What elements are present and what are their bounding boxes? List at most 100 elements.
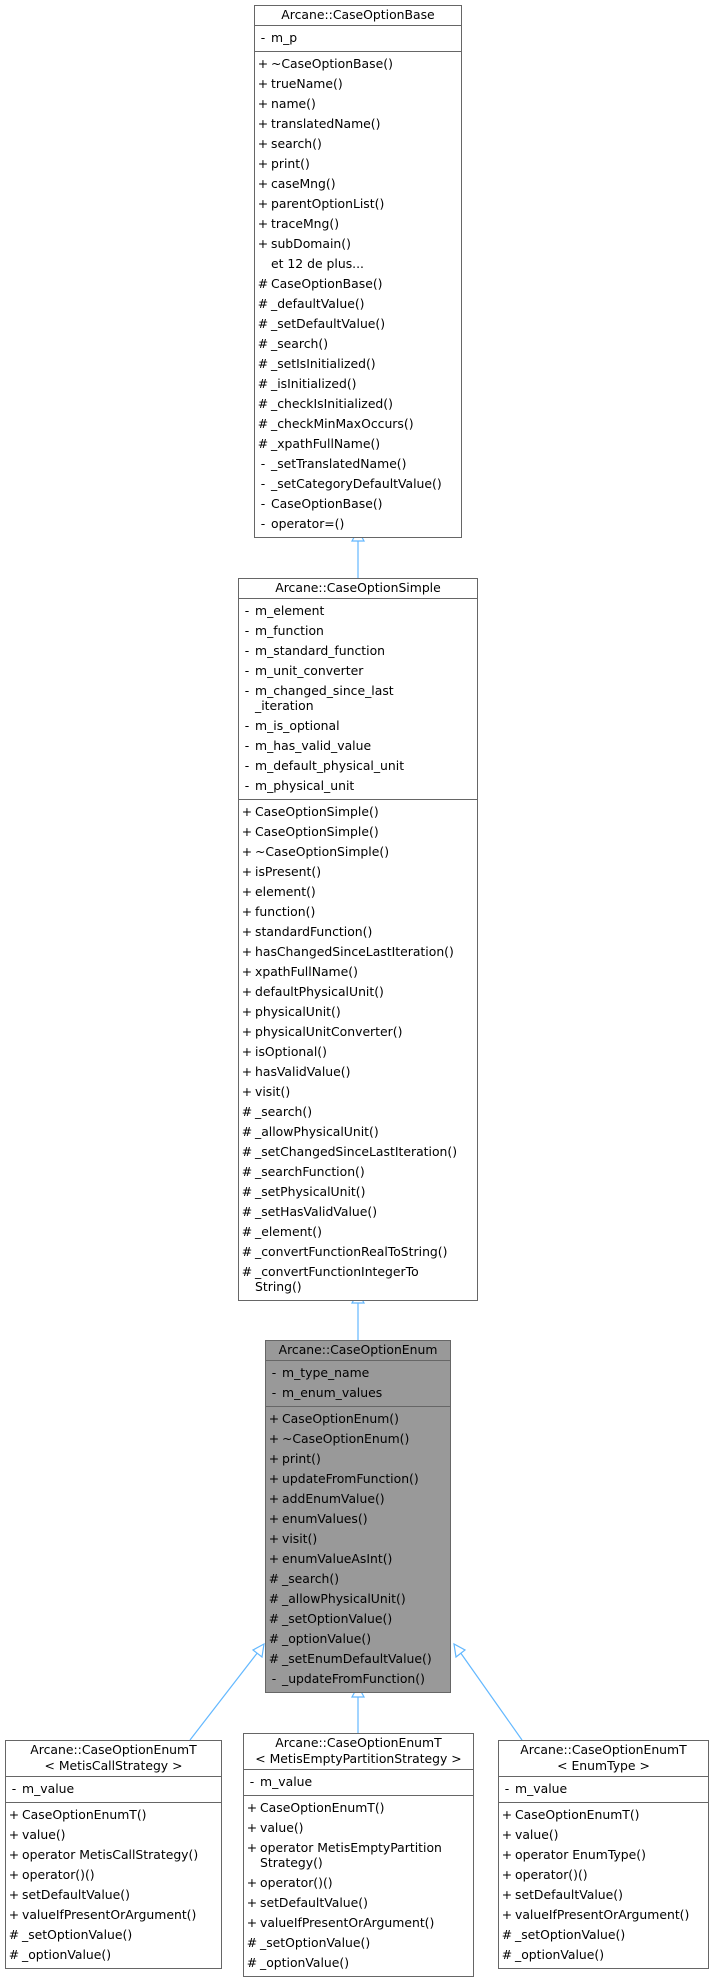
- visibility-marker: +: [257, 76, 269, 91]
- visibility-marker: #: [501, 1927, 513, 1942]
- member-name: _isInitialized(): [271, 376, 357, 391]
- visibility-marker: +: [241, 1044, 253, 1059]
- member-name: _optionValue(): [260, 1955, 350, 1970]
- member-name: _search(): [255, 1104, 313, 1119]
- method-row: #_xpathFullName(): [255, 434, 461, 454]
- method-row: +value(): [6, 1825, 221, 1845]
- attribute-row: -m_value: [6, 1779, 221, 1799]
- visibility-marker: +: [241, 844, 253, 859]
- visibility-marker: +: [241, 964, 253, 979]
- visibility-marker: +: [241, 1004, 253, 1019]
- attribute-row: -m_unit_converter: [239, 661, 477, 681]
- visibility-marker: +: [246, 1875, 258, 1890]
- class-caseoptionenumt-enumtype[interactable]: Arcane::CaseOptionEnumT < EnumType >-m_v…: [498, 1740, 709, 1969]
- method-row: +value(): [244, 1818, 473, 1838]
- visibility-marker: +: [268, 1431, 280, 1446]
- method-row: +CaseOptionEnum(): [266, 1409, 450, 1429]
- visibility-marker: +: [268, 1551, 280, 1566]
- method-row: +element(): [239, 882, 477, 902]
- visibility-marker: +: [268, 1511, 280, 1526]
- visibility-marker: #: [241, 1144, 253, 1159]
- visibility-marker: +: [241, 864, 253, 879]
- visibility-marker: +: [257, 156, 269, 171]
- class-title: Arcane::CaseOptionEnumT < EnumType >: [520, 1742, 687, 1773]
- method-row: #_setPhysicalUnit(): [239, 1182, 477, 1202]
- attribute-row: -m_has_valid_value: [239, 736, 477, 756]
- visibility-marker: [255, 254, 271, 274]
- method-row: #_allowPhysicalUnit(): [239, 1122, 477, 1142]
- method-row: +operator()(): [499, 1865, 708, 1885]
- member-name: operator()(): [260, 1875, 333, 1890]
- visibility-marker: #: [241, 1164, 253, 1179]
- method-row: #_setEnumDefaultValue(): [266, 1649, 450, 1669]
- methods-section: +CaseOptionEnumT()+value()+operator Enum…: [499, 1802, 708, 1968]
- attributes-section: -m_value: [499, 1776, 708, 1802]
- class-caseoptionenum[interactable]: Arcane::CaseOptionEnum-m_type_name-m_enu…: [265, 1340, 451, 1693]
- class-caseoptionbase[interactable]: Arcane::CaseOptionBase-m_p+~CaseOptionBa…: [254, 5, 462, 538]
- visibility-marker: #: [8, 1927, 20, 1942]
- attribute-row: -m_standard_function: [239, 641, 477, 661]
- visibility-marker: #: [268, 1631, 280, 1646]
- member-name: operator()(): [515, 1867, 588, 1882]
- visibility-marker: +: [501, 1867, 513, 1882]
- visibility-marker: +: [257, 176, 269, 191]
- member-name: valueIfPresentOrArgument(): [22, 1907, 197, 1922]
- method-row: #_convertFunctionIntegerTo String(): [239, 1262, 477, 1297]
- class-caseoptionenumt-metiscallstrategy[interactable]: Arcane::CaseOptionEnumT < MetisCallStrat…: [5, 1740, 222, 1969]
- member-name: m_physical_unit: [255, 778, 355, 793]
- member-name: _convertFunctionRealToString(): [255, 1244, 448, 1259]
- method-row: +traceMng(): [255, 214, 461, 234]
- visibility-marker: -: [244, 623, 250, 638]
- method-row: #_setOptionValue(): [499, 1925, 708, 1945]
- methods-section: +CaseOptionSimple()+CaseOptionSimple()+~…: [239, 799, 477, 1300]
- method-row: +isPresent(): [239, 862, 477, 882]
- class-title: Arcane::CaseOptionSimple: [275, 580, 441, 595]
- member-name: _setOptionValue(): [282, 1611, 393, 1626]
- class-caseoptionenumt-metisemptypartitionstrategy[interactable]: Arcane::CaseOptionEnumT < MetisEmptyPart…: [243, 1733, 474, 1977]
- method-row: #_setOptionValue(): [266, 1609, 450, 1629]
- method-row: +physicalUnit(): [239, 1002, 477, 1022]
- member-name: _element(): [255, 1224, 322, 1239]
- member-name: element(): [255, 884, 316, 899]
- visibility-marker: -: [260, 30, 266, 45]
- visibility-marker: #: [257, 276, 269, 291]
- visibility-marker: #: [268, 1611, 280, 1626]
- inherit-arrow-enum-left: [251, 1642, 265, 1659]
- visibility-marker: -: [244, 718, 250, 733]
- visibility-marker: +: [246, 1820, 258, 1835]
- visibility-marker: +: [257, 136, 269, 151]
- visibility-marker: +: [246, 1915, 258, 1930]
- visibility-marker: -: [260, 476, 266, 491]
- class-caseoptionsimple[interactable]: Arcane::CaseOptionSimple-m_element-m_fun…: [238, 578, 478, 1301]
- visibility-marker: +: [501, 1847, 513, 1862]
- method-row: +updateFromFunction(): [266, 1469, 450, 1489]
- member-name: m_p: [271, 30, 298, 45]
- member-name: _setOptionValue(): [260, 1935, 371, 1950]
- member-name: operator MetisEmptyPartition Strategy(): [260, 1840, 442, 1870]
- method-row: +translatedName(): [255, 114, 461, 134]
- method-row: +setDefaultValue(): [244, 1893, 473, 1913]
- visibility-marker: +: [268, 1411, 280, 1426]
- method-row: +print(): [255, 154, 461, 174]
- member-name: _setChangedSinceLastIteration(): [255, 1144, 458, 1159]
- visibility-marker: +: [268, 1471, 280, 1486]
- member-name: print(): [271, 156, 310, 171]
- visibility-marker: +: [257, 96, 269, 111]
- attributes-section: -m_element-m_function-m_standard_functio…: [239, 598, 477, 799]
- member-name: _setHasValidValue(): [255, 1204, 378, 1219]
- member-name: _checkMinMaxOccurs(): [271, 416, 414, 431]
- visibility-marker: +: [257, 236, 269, 251]
- visibility-marker: #: [257, 336, 269, 351]
- visibility-marker: #: [246, 1955, 258, 1970]
- member-name: m_unit_converter: [255, 663, 364, 678]
- visibility-marker: #: [501, 1947, 513, 1962]
- attribute-row: -m_p: [255, 28, 461, 48]
- attributes-section: -m_value: [6, 1776, 221, 1802]
- method-row: +CaseOptionEnumT(): [499, 1805, 708, 1825]
- member-name: _search(): [271, 336, 329, 351]
- method-row: #_checkIsInitialized(): [255, 394, 461, 414]
- member-name: caseMng(): [271, 176, 336, 191]
- member-name: _convertFunctionIntegerTo String(): [255, 1264, 419, 1294]
- visibility-marker: #: [257, 436, 269, 451]
- visibility-marker: +: [241, 904, 253, 919]
